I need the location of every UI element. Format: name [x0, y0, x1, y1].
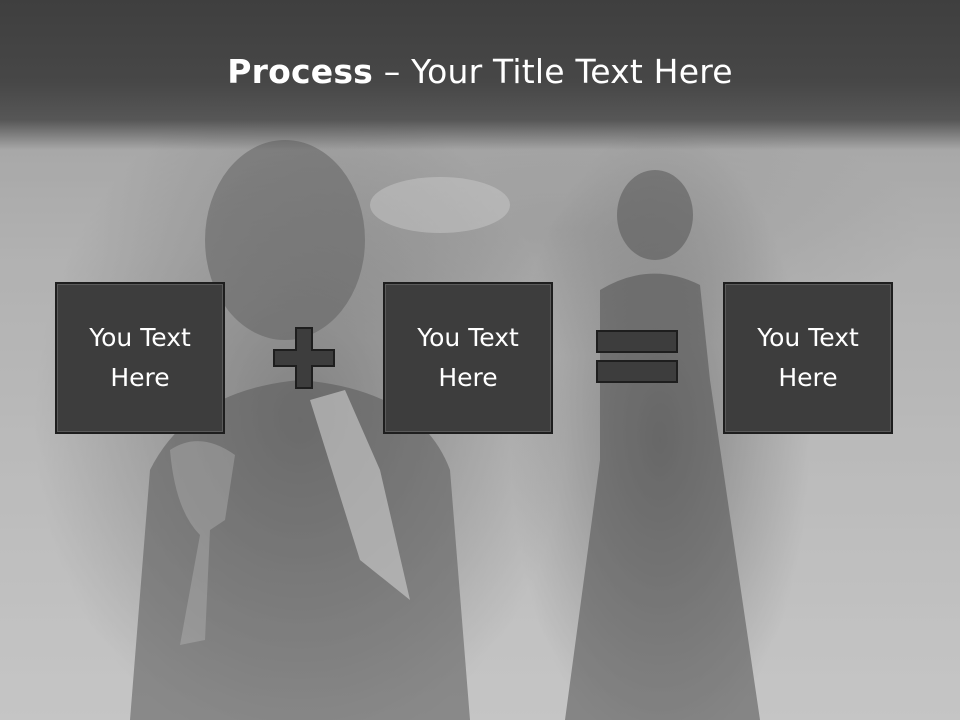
- process-box-3[interactable]: You Text Here: [723, 282, 893, 434]
- title-bold: Process: [227, 52, 374, 91]
- title-bar: [0, 0, 960, 150]
- title-rest: – Your Title Text Here: [373, 52, 733, 91]
- equals-icon: [596, 330, 678, 383]
- process-box-1[interactable]: You Text Here: [55, 282, 225, 434]
- process-box-2-label: You Text Here: [417, 323, 519, 392]
- process-box-3-label: You Text Here: [757, 323, 859, 392]
- process-box-2[interactable]: You Text Here: [383, 282, 553, 434]
- plus-icon: [273, 327, 335, 389]
- process-box-1-label: You Text Here: [89, 323, 191, 392]
- slide-title: Process – Your Title Text Here: [0, 52, 960, 91]
